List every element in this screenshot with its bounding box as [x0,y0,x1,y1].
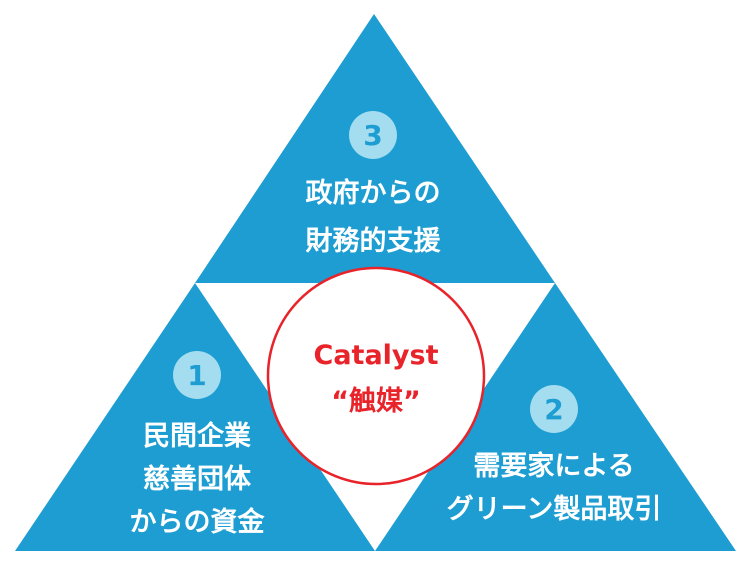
badge-2: 2 [530,385,578,433]
segment-2-line-1: 需要家による [473,450,634,482]
catalyst-subtitle: “触媒” [331,385,421,417]
segment-1-line-1: 民間企業 [143,420,251,452]
badge-2-number: 2 [544,393,563,426]
catalyst-circle [266,266,486,486]
segment-2-line-2: グリーン製品取引 [447,493,662,525]
segment-3-line-2: 財務的支援 [306,225,442,257]
segment-1-line-2: 慈善団体 [143,463,252,495]
triangle-left [15,283,375,551]
badge-3-number: 3 [363,119,382,152]
segment-1-line-3: からの資金 [130,506,266,538]
badge-3: 3 [349,111,397,159]
segment-3-line-1: 政府からの [306,177,441,209]
badge-1-number: 1 [187,359,206,392]
catalyst-title: Catalyst [314,340,439,371]
badge-1: 1 [173,351,221,399]
